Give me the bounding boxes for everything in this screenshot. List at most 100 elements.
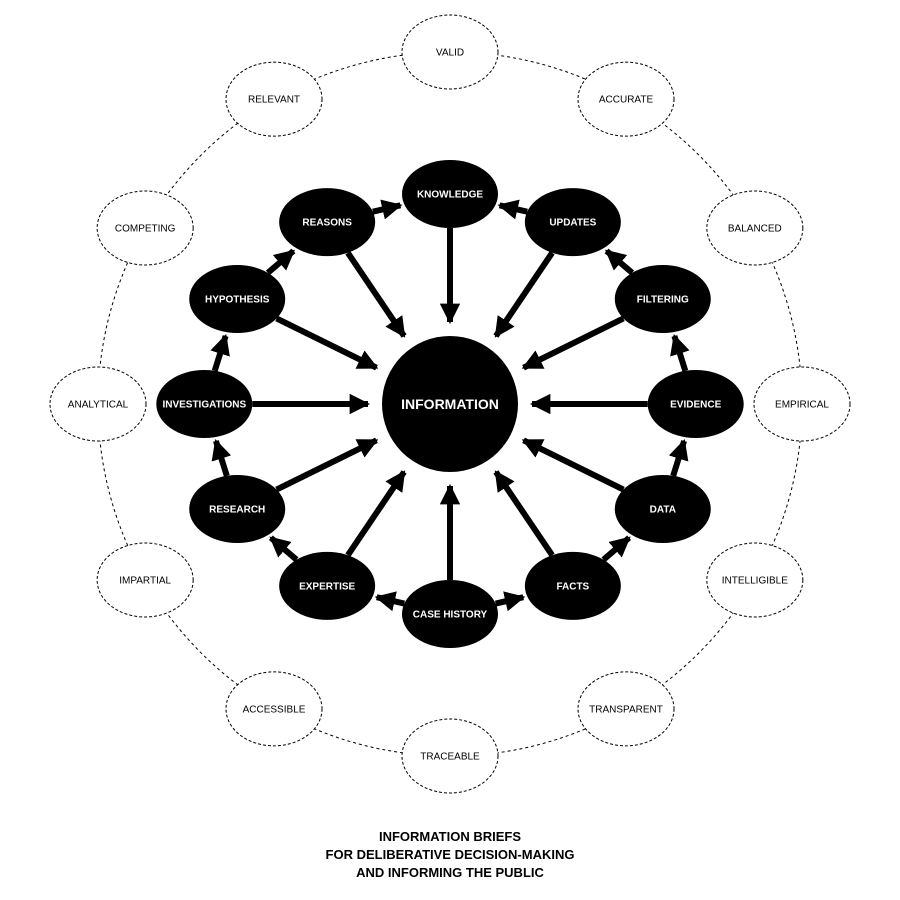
inner-node-filtering: FILTERING: [614, 265, 711, 333]
arrow-hypothesis-to-information: [275, 315, 379, 371]
center-node-information: INFORMATION: [382, 336, 518, 472]
outer-node-shape: [401, 14, 499, 90]
arrow-updates-to-knowledge: [497, 199, 528, 220]
outer-node-shape: [706, 190, 804, 266]
arrow-filtering-to-information: [521, 315, 625, 371]
inner-node-shape: [279, 188, 376, 257]
inner-node-shape: [647, 370, 744, 438]
inner-node-shape: [614, 265, 711, 333]
inner-node-label: RESEARCH: [209, 505, 265, 516]
outer-node-label: VALID: [436, 48, 464, 59]
outer-node-shape: [706, 542, 804, 618]
inner-node-label: FILTERING: [637, 295, 689, 306]
outer-node-label: RELEVANT: [248, 95, 300, 106]
outer-node-label: INTELLIGIBLE: [722, 576, 788, 587]
inner-node-case-history: CASE HISTORY: [402, 580, 498, 648]
arrow-investigations-to-hypothesis: [210, 334, 230, 372]
outer-node-label: ANALYTICAL: [68, 400, 129, 411]
inner-node-knowledge: KNOWLEDGE: [402, 160, 498, 228]
inner-node-shape: [614, 475, 711, 543]
center-node-shape: [382, 336, 518, 472]
outer-node-shape: [96, 190, 194, 266]
caption-line-1: INFORMATION BRIEFS: [378, 829, 522, 844]
outer-node-label: TRACEABLE: [420, 752, 480, 763]
outer-node-accessible: ACCESSIBLE: [225, 671, 323, 747]
outer-node-shape: [753, 366, 851, 442]
inner-node-research: RESEARCH: [189, 475, 286, 543]
outer-node-shape: [577, 671, 675, 747]
arrow-case-history-to-facts: [495, 591, 526, 612]
arrow-evidence-to-filtering: [670, 334, 690, 372]
outer-node-traceable: TRACEABLE: [401, 718, 499, 794]
inner-node-label: KNOWLEDGE: [417, 190, 483, 201]
outer-node-label: TRANSPARENT: [589, 704, 663, 715]
outer-node-label: ACCURATE: [599, 95, 654, 106]
outer-node-balanced: BALANCED: [706, 190, 804, 266]
arrow-expertise-to-information: [345, 470, 407, 557]
inner-node-reasons: REASONS: [279, 188, 376, 257]
outer-node-label: COMPETING: [115, 224, 176, 235]
outer-node-shape: [96, 542, 194, 618]
inner-node-hypothesis: HYPOTHESIS: [189, 265, 286, 333]
edges: [210, 199, 690, 612]
outer-node-accurate: ACCURATE: [577, 61, 675, 137]
inner-node-shape: [156, 370, 253, 438]
inner-node-shape: [189, 475, 286, 543]
inner-node-label: DATA: [650, 505, 676, 516]
inner-node-data: DATA: [614, 475, 711, 543]
arrow-expertise-to-research: [268, 535, 299, 562]
arrow-facts-to-information: [493, 470, 555, 557]
outer-node-analytical: ANALYTICAL: [49, 366, 147, 442]
outer-node-transparent: TRANSPARENT: [577, 671, 675, 747]
arrow-updates-to-information: [493, 251, 555, 338]
arrow-data-to-evidence: [668, 439, 689, 477]
inner-node-shape: [279, 551, 376, 620]
inner-node-label: FACTS: [556, 581, 589, 592]
outer-node-empirical: EMPIRICAL: [753, 366, 851, 442]
inner-node-label: CASE HISTORY: [413, 610, 488, 621]
outer-node-shape: [225, 671, 323, 747]
arrow-hypothesis-to-reasons: [265, 248, 296, 276]
inner-node-label: REASONS: [302, 218, 352, 229]
nodes: INFORMATION KNOWLEDGE UPDATES FILTERING EVID…: [156, 160, 744, 648]
arrow-filtering-to-updates: [604, 248, 635, 276]
arrow-facts-to-data: [601, 535, 632, 562]
center-node-label: INFORMATION: [401, 396, 499, 412]
inner-node-label: EXPERTISE: [299, 581, 355, 592]
outer-node-label: BALANCED: [728, 224, 782, 235]
outer-node-relevant: RELEVANT: [225, 61, 323, 137]
outer-node-shape: [49, 366, 147, 442]
inner-node-updates: UPDATES: [524, 188, 621, 257]
inner-node-shape: [189, 265, 286, 333]
outer-node-shape: [401, 718, 499, 794]
arrow-reasons-to-knowledge: [372, 199, 403, 220]
outer-node-shape: [225, 61, 323, 137]
inner-node-investigations: INVESTIGATIONS: [156, 370, 253, 438]
outer-node-label: IMPARTIAL: [119, 576, 171, 587]
inner-node-label: HYPOTHESIS: [205, 295, 270, 306]
outer-node-shape: [577, 61, 675, 137]
inner-node-facts: FACTS: [524, 551, 621, 620]
inner-node-shape: [402, 580, 498, 648]
inner-node-evidence: EVIDENCE: [647, 370, 744, 438]
inner-node-shape: [524, 551, 621, 620]
arrow-reasons-to-information: [345, 251, 407, 338]
arrow-research-to-information: [275, 437, 379, 493]
outer-node-competing: COMPETING: [96, 190, 194, 266]
inner-node-label: EVIDENCE: [670, 400, 721, 411]
inner-node-shape: [402, 160, 498, 228]
inner-node-expertise: EXPERTISE: [279, 551, 376, 620]
arrow-data-to-information: [521, 437, 625, 493]
outer-node-impartial: IMPARTIAL: [96, 542, 194, 618]
diagram-caption: INFORMATION BRIEFS FOR DELIBERATIVE DECI…: [0, 828, 900, 882]
outer-ring: VALID ACCURATE BALANCED EMPIRICAL INTELLIGIB…: [49, 14, 851, 794]
inner-node-label: UPDATES: [549, 218, 596, 229]
outer-node-label: ACCESSIBLE: [243, 704, 306, 715]
outer-node-valid: VALID: [401, 14, 499, 90]
arrow-case-history-to-expertise: [374, 591, 405, 612]
inner-node-label: INVESTIGATIONS: [162, 400, 246, 411]
inner-node-shape: [524, 188, 621, 257]
arrow-research-to-investigations: [211, 439, 232, 477]
caption-line-3: AND INFORMING THE PUBLIC: [356, 865, 544, 880]
